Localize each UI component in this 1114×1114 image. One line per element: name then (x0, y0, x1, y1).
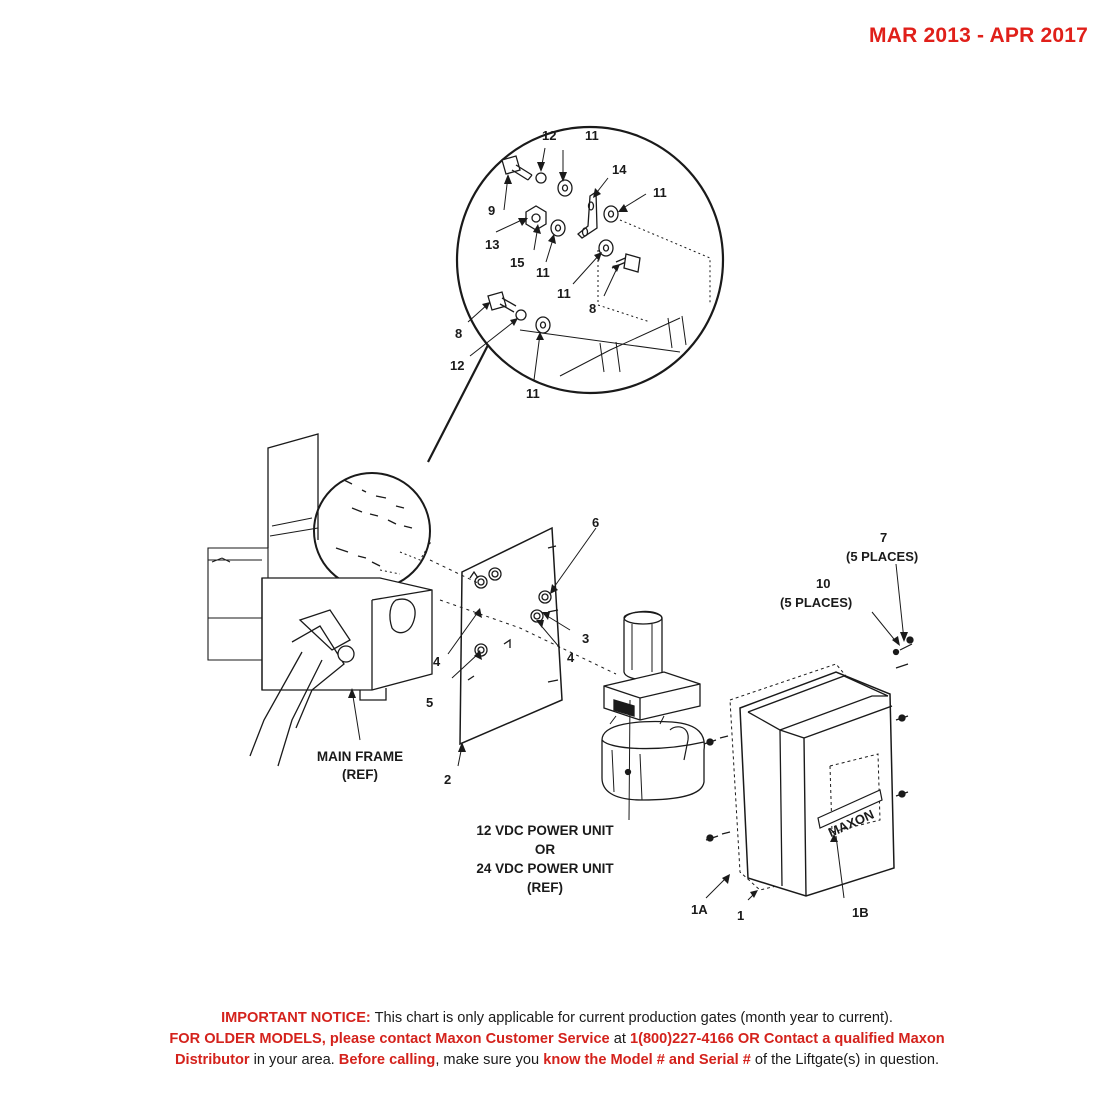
model-serial-text: know the Model # and Serial # (543, 1052, 751, 1068)
callout-11: 11 (557, 286, 571, 301)
callout-13: 13 (485, 237, 499, 252)
notice-question-text: of the Liftgate(s) in question. (750, 1052, 940, 1068)
callout-11: 11 (653, 185, 667, 200)
callout-1b: 1B (852, 905, 869, 920)
pump-cover: MAXON (703, 636, 914, 897)
detail-magnifier (427, 125, 725, 463)
bolt-8a (487, 291, 517, 313)
callout-12: 12 (450, 358, 464, 373)
callout-2: 2 (444, 772, 451, 787)
mounting-plate (429, 526, 617, 746)
notice-text: This chart is only applicable for curren… (370, 1010, 893, 1026)
main-frame (207, 433, 433, 767)
lockwasher-12a (535, 172, 547, 184)
notice-line-2: FOR OLDER MODELS, please contact Maxon C… (40, 1029, 1074, 1050)
callout-8: 8 (589, 301, 596, 316)
notice-heading: IMPORTANT NOTICE: (221, 1010, 371, 1026)
callout-12: 12 (542, 128, 556, 143)
washer-11c (550, 219, 566, 237)
callout-1a: 1A (691, 902, 708, 917)
notice-area-text: in your area. (249, 1052, 339, 1068)
nut-13 (525, 205, 547, 231)
parts-diagram: MAXON (207, 125, 918, 923)
notice-line-3: Distributor in your area. Before calling… (40, 1050, 1074, 1071)
power-unit (601, 610, 705, 801)
power-unit-24v-caption: 24 VDC POWER UNIT (476, 861, 614, 876)
callout-6: 6 (592, 515, 599, 530)
bolt-9 (501, 155, 533, 181)
callout-labels: 12 11 14 11 9 13 15 11 11 8 8 12 11 6 3 … (317, 128, 918, 923)
clamp-14 (577, 190, 598, 239)
washer-11e (535, 316, 551, 334)
detail-locator-circle (313, 472, 433, 590)
arrowheads (348, 162, 908, 898)
notice-at: at (609, 1031, 630, 1047)
notice-make-sure-text: , make sure you (435, 1052, 544, 1068)
washer-11b (603, 205, 619, 223)
phone-number: 1(800)227-4166 OR Contact a qualified Ma… (629, 1031, 945, 1047)
callout-11: 11 (536, 265, 550, 280)
callout-4: 4 (567, 650, 575, 665)
leader-lines (351, 147, 905, 901)
washer-11a (557, 179, 573, 197)
washer-11d (598, 239, 614, 257)
main-frame-ref: (REF) (342, 767, 378, 782)
main-frame-caption: MAIN FRAME (317, 749, 403, 764)
callout-9: 9 (488, 203, 495, 218)
notice-line-1: IMPORTANT NOTICE: This chart is only app… (40, 1008, 1074, 1029)
callout-1: 1 (737, 908, 744, 923)
callout-3: 3 (582, 631, 589, 646)
lockwasher-12b (515, 309, 527, 321)
callout-11: 11 (585, 128, 599, 143)
date-range: MAR 2013 - APR 2017 (869, 24, 1088, 47)
callout-15: 15 (510, 255, 524, 270)
power-unit-or: OR (535, 842, 556, 857)
callout-10-qty: (5 PLACES) (780, 595, 852, 610)
callout-14: 14 (612, 162, 627, 177)
important-notice: IMPORTANT NOTICE: This chart is only app… (40, 1008, 1074, 1071)
power-unit-12v-caption: 12 VDC POWER UNIT (476, 823, 614, 838)
callout-11: 11 (526, 386, 540, 401)
before-calling-text: Before calling (338, 1052, 436, 1068)
callout-10: 10 (816, 576, 830, 591)
older-models-text: FOR OLDER MODELS, please contact Maxon C… (169, 1031, 610, 1047)
callout-8: 8 (455, 326, 462, 341)
callout-7-qty: (5 PLACES) (846, 549, 918, 564)
callout-4: 4 (433, 654, 441, 669)
distributor-text: Distributor (174, 1052, 250, 1068)
callout-5: 5 (426, 695, 433, 710)
power-unit-ref: (REF) (527, 880, 563, 895)
callout-7: 7 (880, 530, 887, 545)
